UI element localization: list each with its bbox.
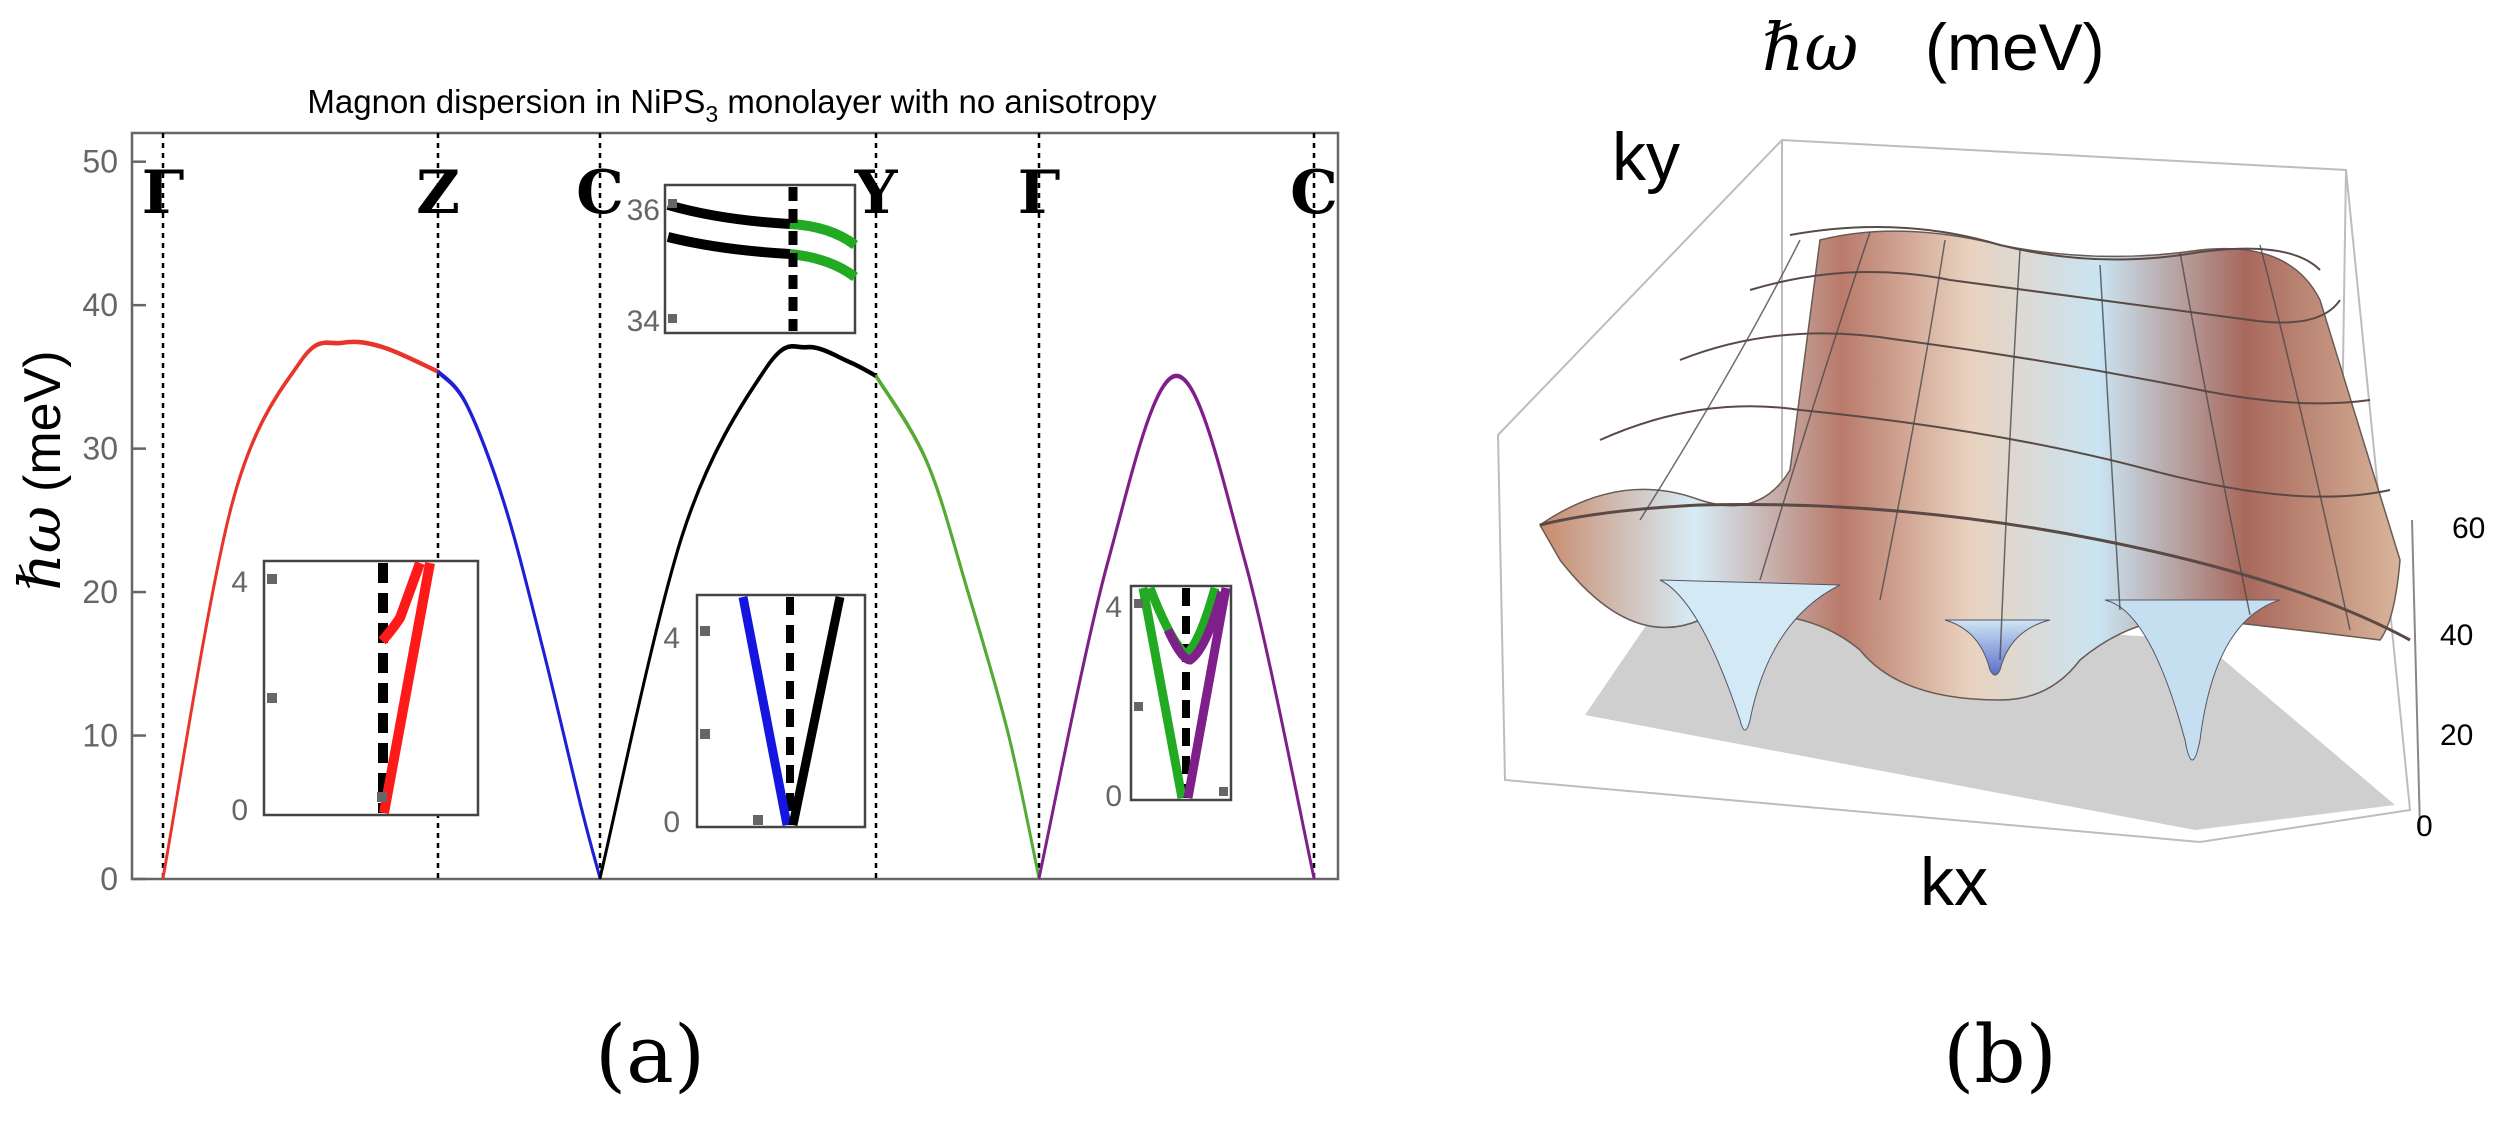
plot-frame xyxy=(130,131,1340,881)
inset-top-tick-hi: 36 xyxy=(627,194,660,227)
dispersion-branch xyxy=(874,374,1041,878)
y-tick-label: 10 xyxy=(82,718,118,754)
panel-a-caption: (a) xyxy=(595,1008,705,1101)
inset-right-tick-lo: 0 xyxy=(1105,780,1122,813)
y-axis-label: ℏω (meV) xyxy=(6,350,74,590)
inset-top-tick-lo: 34 xyxy=(627,305,660,338)
inset-mid: 4 0 xyxy=(663,593,867,839)
surface xyxy=(1539,226,2411,761)
panel-a: Magnon dispersion in NiPS3 monolayer wit… xyxy=(6,83,1340,1101)
svg-text:(meV): (meV) xyxy=(1925,10,2105,84)
y-tick-label: 40 xyxy=(82,287,118,323)
ky-label: ky xyxy=(1612,119,1680,195)
inset-right-tick-hi: 4 xyxy=(1105,591,1122,624)
panel-b-caption: (b) xyxy=(1943,1008,2057,1101)
y-tick-marks xyxy=(132,160,146,881)
y-tick-label: 30 xyxy=(82,431,118,467)
inset-left-tick-lo: 0 xyxy=(231,794,248,827)
z-axis: 60 40 20 0 xyxy=(2411,512,2485,843)
svg-text:(meV): (meV) xyxy=(14,350,72,492)
dispersion-branch xyxy=(874,376,1041,880)
svg-text:ℏω: ℏω xyxy=(6,506,74,591)
high-symmetry-lines xyxy=(161,133,1316,879)
inset-top: 36 34 xyxy=(627,183,859,338)
high-symmetry-label: Γ xyxy=(142,158,185,228)
high-symmetry-label: Y xyxy=(854,158,899,228)
svg-text:0: 0 xyxy=(2416,810,2433,843)
svg-text:ℏω: ℏω xyxy=(1762,9,1858,86)
inset-left: 4 0 xyxy=(231,559,480,827)
panel-b-title: ℏω (meV) xyxy=(1762,9,2105,86)
y-tick-label: 0 xyxy=(100,861,118,897)
panel-b: ℏω (meV) ky kx xyxy=(1496,9,2485,1101)
inset-mid-tick-lo: 0 xyxy=(663,806,680,839)
inset-mid-tick-hi: 4 xyxy=(663,622,680,655)
y-tick-label: 50 xyxy=(82,144,118,180)
dispersion-branch xyxy=(161,339,439,878)
svg-text:40: 40 xyxy=(2440,619,2473,652)
high-symmetry-label: Γ xyxy=(1018,158,1061,228)
inset-left-tick-hi: 4 xyxy=(231,566,248,599)
high-symmetry-label: C xyxy=(576,158,624,228)
y-tick-labels: 0 10 20 30 40 50 xyxy=(82,144,118,897)
svg-text:60: 60 xyxy=(2452,512,2485,545)
kx-label: kx xyxy=(1920,844,1988,920)
high-symmetry-label: Z xyxy=(416,158,460,228)
dispersion-curves xyxy=(161,339,1316,880)
svg-text:20: 20 xyxy=(2440,719,2473,752)
dispersion-branch xyxy=(598,344,877,878)
y-tick-label: 20 xyxy=(82,574,118,610)
dispersion-branch xyxy=(437,369,602,878)
inset-right: 4 0 xyxy=(1105,584,1233,813)
panel-a-title: Magnon dispersion in NiPS3 monolayer wit… xyxy=(307,83,1157,127)
high-symmetry-label: C xyxy=(1290,158,1338,228)
dispersion-branch xyxy=(1037,373,1316,878)
